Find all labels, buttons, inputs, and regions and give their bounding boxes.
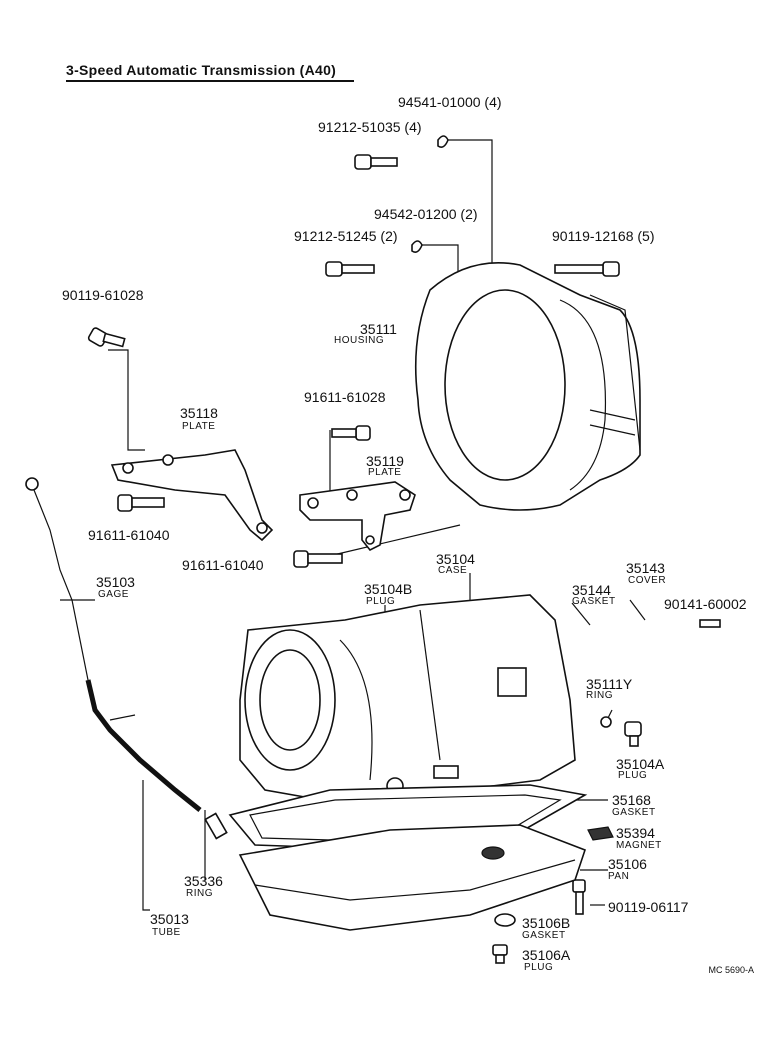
gasket-35106B — [494, 913, 516, 927]
label-35111: 35111 — [360, 321, 397, 337]
label-35104: 35104 — [436, 551, 475, 567]
label-35106: 35106 — [608, 856, 647, 872]
housing-35111 — [414, 262, 641, 511]
label-35119-name: PLATE — [368, 467, 402, 478]
bolt-91212-51035 — [354, 154, 398, 170]
diagram-title: 3-Speed Automatic Transmission (A40) — [66, 62, 337, 78]
bolt-90119-12168 — [554, 261, 620, 277]
bolt-90119-06117 — [572, 879, 586, 915]
label-35103-name: GAGE — [98, 589, 129, 600]
label-35118: 35118 — [180, 405, 218, 421]
label-35119: 35119 — [366, 453, 404, 469]
label-91212-51035: 91212-51035 (4) — [318, 119, 422, 135]
label-35394: 35394 — [616, 825, 655, 841]
label-35106A-name: PLUG — [524, 962, 554, 973]
case-35104 — [239, 594, 576, 806]
label-90119-12168: 90119-12168 (5) — [552, 228, 655, 244]
label-90141-60002: 90141-60002 — [664, 596, 747, 612]
figure-code: MC 5690-A — [708, 965, 754, 975]
bolt-91611-61028 — [331, 425, 371, 441]
label-35394-name: MAGNET — [616, 840, 662, 851]
bolt-91611-61040-b — [293, 550, 343, 568]
bolt-90119-61028 — [87, 327, 126, 348]
label-35104-name: CASE — [438, 565, 468, 576]
ring-35111Y — [600, 716, 612, 728]
plug-35106A — [492, 944, 508, 964]
label-35106-name: PAN — [608, 871, 630, 882]
magnet-35394 — [587, 826, 614, 841]
label-94542: 94542-01200 (2) — [374, 206, 478, 222]
label-35013-name: TUBE — [152, 927, 181, 938]
label-35143: 35143 — [626, 560, 665, 576]
pan-35106 — [238, 824, 587, 931]
label-35143-name: COVER — [628, 575, 667, 586]
label-90119-06117: 90119-06117 — [608, 899, 689, 915]
washer-94542 — [411, 240, 423, 253]
label-35104B-name: PLUG — [366, 596, 396, 607]
label-35336: 35336 — [184, 873, 223, 889]
label-35168-name: GASKET — [612, 807, 656, 818]
label-35106B: 35106B — [522, 915, 571, 931]
tube-35013 — [85, 679, 228, 840]
label-94541: 94541-01000 (4) — [398, 94, 502, 110]
label-91212-51245: 91212-51245 (2) — [294, 228, 398, 244]
label-91611-61040-b: 91611-61040 — [182, 557, 264, 573]
label-35103: 35103 — [96, 574, 135, 590]
label-35013: 35013 — [150, 911, 189, 927]
title-underline — [66, 80, 354, 82]
plate-35118 — [110, 449, 274, 542]
label-35104A-name: PLUG — [618, 770, 648, 781]
bolt-91212-51245 — [325, 261, 375, 277]
washer-94541 — [437, 135, 449, 148]
bolt-91611-61040-a — [117, 494, 165, 512]
bolt-90141-60002 — [699, 619, 721, 628]
label-35168: 35168 — [612, 792, 651, 808]
label-35336-name: RING — [186, 888, 213, 899]
gage-35103 — [25, 477, 89, 681]
label-91611-61040-a: 91611-61040 — [88, 527, 170, 543]
label-35144: 35144 — [572, 582, 611, 598]
label-35104B: 35104B — [364, 581, 413, 597]
label-91611-61028: 91611-61028 — [304, 389, 386, 405]
label-35104A: 35104A — [616, 756, 665, 772]
label-35111Y: 35111Y — [586, 676, 633, 692]
plate-35119 — [299, 481, 416, 552]
plug-35104A — [624, 721, 642, 747]
label-35106B-name: GASKET — [522, 930, 566, 941]
label-35111Y-name: RING — [586, 690, 613, 701]
label-90119-61028: 90119-61028 — [62, 287, 144, 303]
label-35111-name: HOUSING — [334, 335, 385, 346]
label-35106A: 35106A — [522, 947, 571, 963]
label-35118-name: PLATE — [182, 421, 216, 432]
label-35144-name: GASKET — [572, 596, 616, 607]
